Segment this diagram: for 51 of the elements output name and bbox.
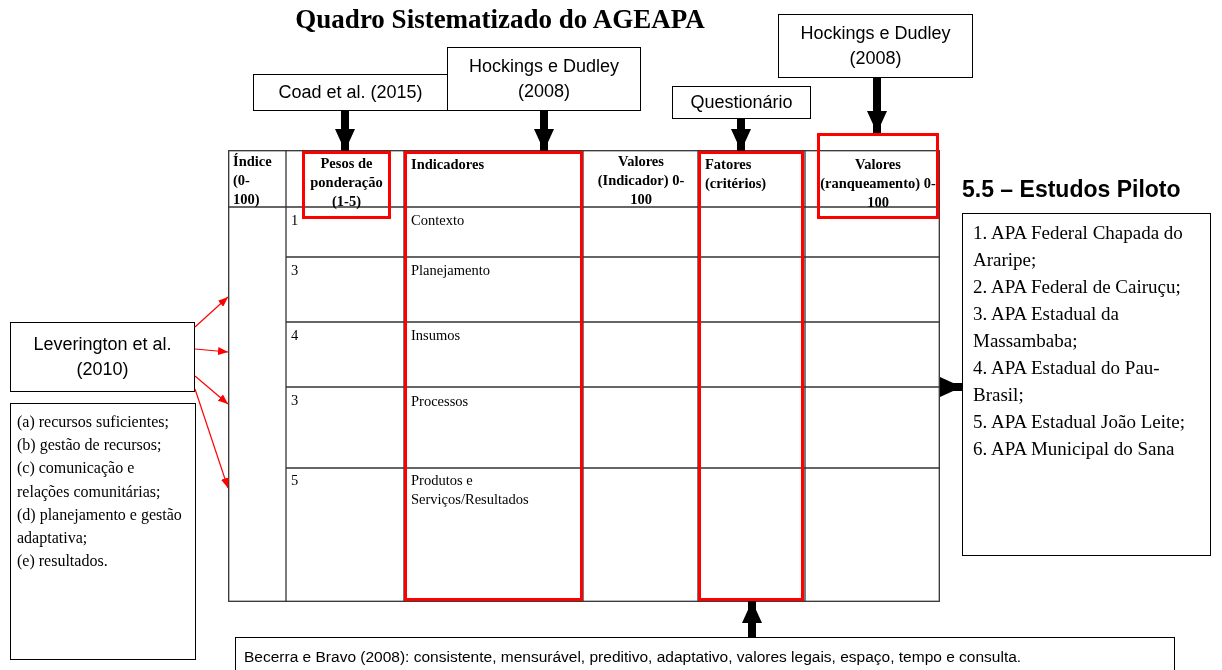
- arrow: [194, 375, 229, 405]
- callout-box: [778, 14, 973, 78]
- list-item: 6. APA Municipal do Sana: [973, 436, 1176, 461]
- highlight-frame: [404, 151, 583, 601]
- column-header: Índice (0-100): [233, 152, 273, 209]
- table-cell-text: 1: [291, 211, 300, 230]
- callout-box: [253, 74, 448, 111]
- table-cell-text: Planejamento: [411, 261, 491, 280]
- column-header: Fatores (critérios): [705, 155, 768, 193]
- highlight-frame: [817, 133, 939, 219]
- list-item: 3. APA Estadual da Massambaba;: [973, 301, 1121, 353]
- list-item: (e) resultados.: [17, 551, 109, 572]
- callout-box: [10, 322, 195, 392]
- arrow: [194, 347, 229, 356]
- arrow: [194, 296, 229, 328]
- arrow: [194, 388, 229, 489]
- table-cell-text: 3: [291, 391, 300, 410]
- list-item: 2. APA Federal de Cairuçu;: [973, 274, 1182, 299]
- list-item: 1. APA Federal Chapada do Araripe;: [973, 221, 1184, 272]
- callout-text: Becerra e Bravo (2008): consistente, mensurável, preditivo, adaptativo, valores legais, espaço, tempo e consulta.: [244, 647, 1023, 668]
- column-header: Valores (ranqueamento) 0-100: [820, 155, 936, 212]
- block-arrow: [940, 377, 962, 397]
- table-cell-text: Contexto: [411, 211, 466, 230]
- list-item: 5. APA Estadual João Leite;: [973, 409, 1186, 434]
- callout-text: Coad et al. (2015): [277, 80, 424, 104]
- callout-text: Questionário: [689, 90, 794, 114]
- list-item: (d) planejamento e gestão adaptativa;: [17, 504, 183, 549]
- column-header: Pesos de ponderação (1-5): [309, 154, 384, 211]
- diagram-title: Quadro Sistematizado do AGEAPA: [294, 4, 706, 35]
- callout-text: Hockings e Dudley (2008): [467, 54, 621, 103]
- list-box: [10, 403, 196, 660]
- callout-box: [672, 86, 811, 119]
- table-cell-text: 5: [291, 471, 300, 490]
- table-cell-text: 4: [291, 326, 300, 345]
- column-header: Indicadores: [411, 155, 486, 174]
- highlight-frame: [302, 151, 391, 219]
- table-cell-text: Produtos e Serviços/Resultados: [411, 471, 530, 509]
- callout-text: Hockings e Dudley (2008): [799, 21, 952, 70]
- table-cell-text: 3: [291, 261, 300, 280]
- section-heading: 5.5 – Estudos Piloto: [962, 176, 1181, 203]
- callout-box: [447, 47, 641, 111]
- highlight-frame: [698, 151, 804, 601]
- list-item: 4. APA Estadual do Pau-Brasil;: [973, 355, 1161, 407]
- callout-text: Leverington et al. (2010): [32, 332, 173, 381]
- table-cell-text: Processos: [411, 392, 470, 411]
- list-item: (a) recursos suficientes;: [17, 412, 170, 433]
- list-item: (c) comunicação e relações comunitárias;: [17, 458, 162, 503]
- callout-box: [235, 637, 1175, 670]
- table-cell-text: Insumos: [411, 326, 462, 345]
- column-header: Valores (Indicador) 0-100: [596, 152, 686, 209]
- list-item: (b) gestão de recursos;: [17, 435, 163, 456]
